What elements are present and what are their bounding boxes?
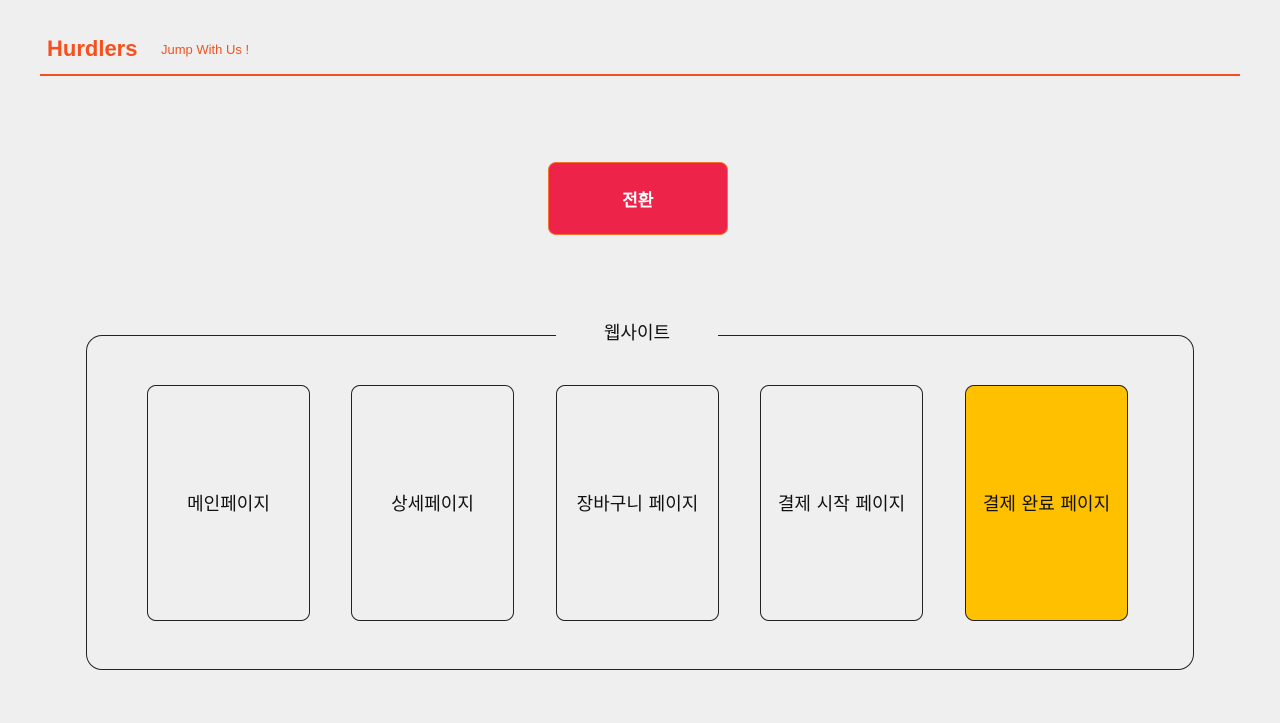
page-card-detail[interactable]: 상세페이지 — [351, 385, 514, 621]
page-card-checkout-start[interactable]: 결제 시작 페이지 — [760, 385, 923, 621]
tagline: Jump With Us ! — [161, 42, 250, 57]
website-label: 웹사이트 — [556, 320, 718, 348]
page-card-main[interactable]: 메인페이지 — [147, 385, 310, 621]
brand-logo[interactable]: Hurdlers — [47, 36, 138, 61]
page-card-checkout-complete[interactable]: 결제 완료 페이지 — [965, 385, 1128, 621]
page-card-cart[interactable]: 장바구니 페이지 — [556, 385, 719, 621]
header: Hurdlers Jump With Us ! — [40, 30, 1240, 76]
switch-button[interactable]: 전환 — [548, 162, 728, 235]
